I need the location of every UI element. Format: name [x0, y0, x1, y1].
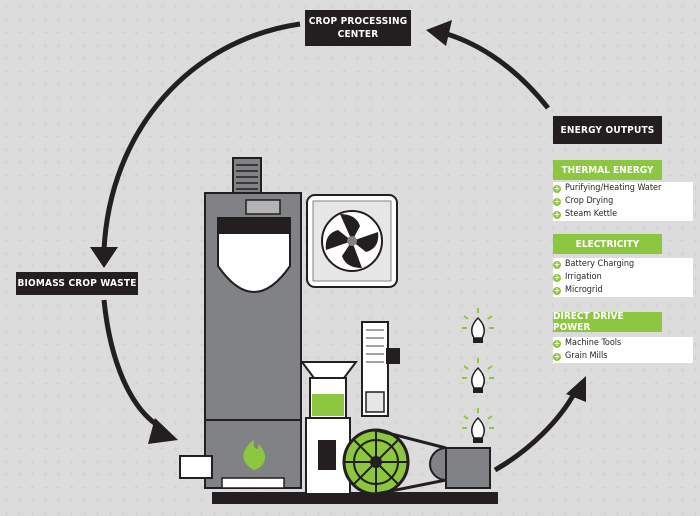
- list-item-label: Microgrid: [565, 285, 603, 295]
- list-item: + Machine Tools: [553, 337, 693, 350]
- arrow-machine-to-outputs-head: [566, 376, 586, 402]
- arrow-processing-to-waste: [101, 21, 301, 251]
- section-thermal-energy: THERMAL ENERGY: [553, 160, 662, 180]
- list-item-label: Machine Tools: [565, 338, 622, 348]
- list-item: + Battery Charging: [553, 258, 693, 271]
- list-item: + Microgrid: [553, 284, 693, 297]
- plus-bullet-icon: +: [553, 285, 561, 295]
- biomass-crop-waste-label: BIOMASS CROP WASTE: [16, 272, 138, 295]
- list-item: + Grain Mills: [553, 350, 693, 363]
- arrow-outputs-to-processing-head: [426, 20, 452, 46]
- plus-bullet-icon: +: [553, 272, 561, 282]
- crop-processing-line2: CENTER: [337, 29, 379, 40]
- arrow-waste-to-gasifier-head: [148, 418, 178, 444]
- fuel-hopper: [300, 361, 358, 495]
- list-item-label: Battery Charging: [565, 259, 635, 269]
- lightbulb-icon: [462, 308, 494, 343]
- arrow-outputs-to-processing: [439, 29, 550, 110]
- list-item: + Irrigation: [553, 271, 693, 284]
- lightbulb-icon: [462, 358, 494, 393]
- lightbulb-icon: [462, 408, 494, 443]
- list-item: + Purifying/Heating Water: [553, 182, 693, 195]
- section-direct-drive-power: DIRECT DRIVE POWER: [553, 311, 662, 333]
- list-item-label: Crop Drying: [565, 196, 614, 206]
- crop-processing-center-label: CROP PROCESSING CENTER: [305, 10, 411, 46]
- plus-bullet-icon: +: [553, 209, 561, 219]
- arrow-waste-to-gasifier: [101, 299, 164, 431]
- plus-bullet-icon: +: [553, 183, 561, 193]
- electricity-list: + Battery Charging + Irrigation + Microgrid: [553, 258, 693, 297]
- flame-icon: [243, 440, 266, 470]
- engine-tower: [361, 321, 400, 417]
- list-item-label: Irrigation: [565, 272, 602, 282]
- plus-bullet-icon: +: [553, 259, 561, 269]
- plus-bullet-icon: +: [553, 351, 561, 361]
- list-item-label: Grain Mills: [565, 351, 608, 361]
- list-item: + Steam Kettle: [553, 208, 693, 221]
- arrow-processing-to-waste-head: [90, 247, 118, 268]
- generator: [375, 428, 491, 496]
- flywheel: [342, 428, 410, 496]
- list-item-label: Purifying/Heating Water: [565, 183, 662, 193]
- gasifier: [179, 157, 302, 489]
- crop-processing-line1: CROP PROCESSING: [308, 16, 408, 27]
- arrow-machine-to-outputs: [493, 390, 578, 473]
- plus-bullet-icon: +: [553, 196, 561, 206]
- energy-outputs-label: ENERGY OUTPUTS: [553, 116, 662, 144]
- thermal-energy-list: + Purifying/Heating Water + Crop Drying + S…: [553, 182, 693, 221]
- direct-drive-power-list: + Machine Tools + Grain Mills: [553, 337, 693, 363]
- radiator: [306, 194, 398, 288]
- section-electricity: ELECTRICITY: [553, 234, 662, 254]
- machine-base: [212, 492, 498, 504]
- list-item-label: Steam Kettle: [565, 209, 618, 219]
- list-item: + Crop Drying: [553, 195, 693, 208]
- plus-bullet-icon: +: [553, 338, 561, 348]
